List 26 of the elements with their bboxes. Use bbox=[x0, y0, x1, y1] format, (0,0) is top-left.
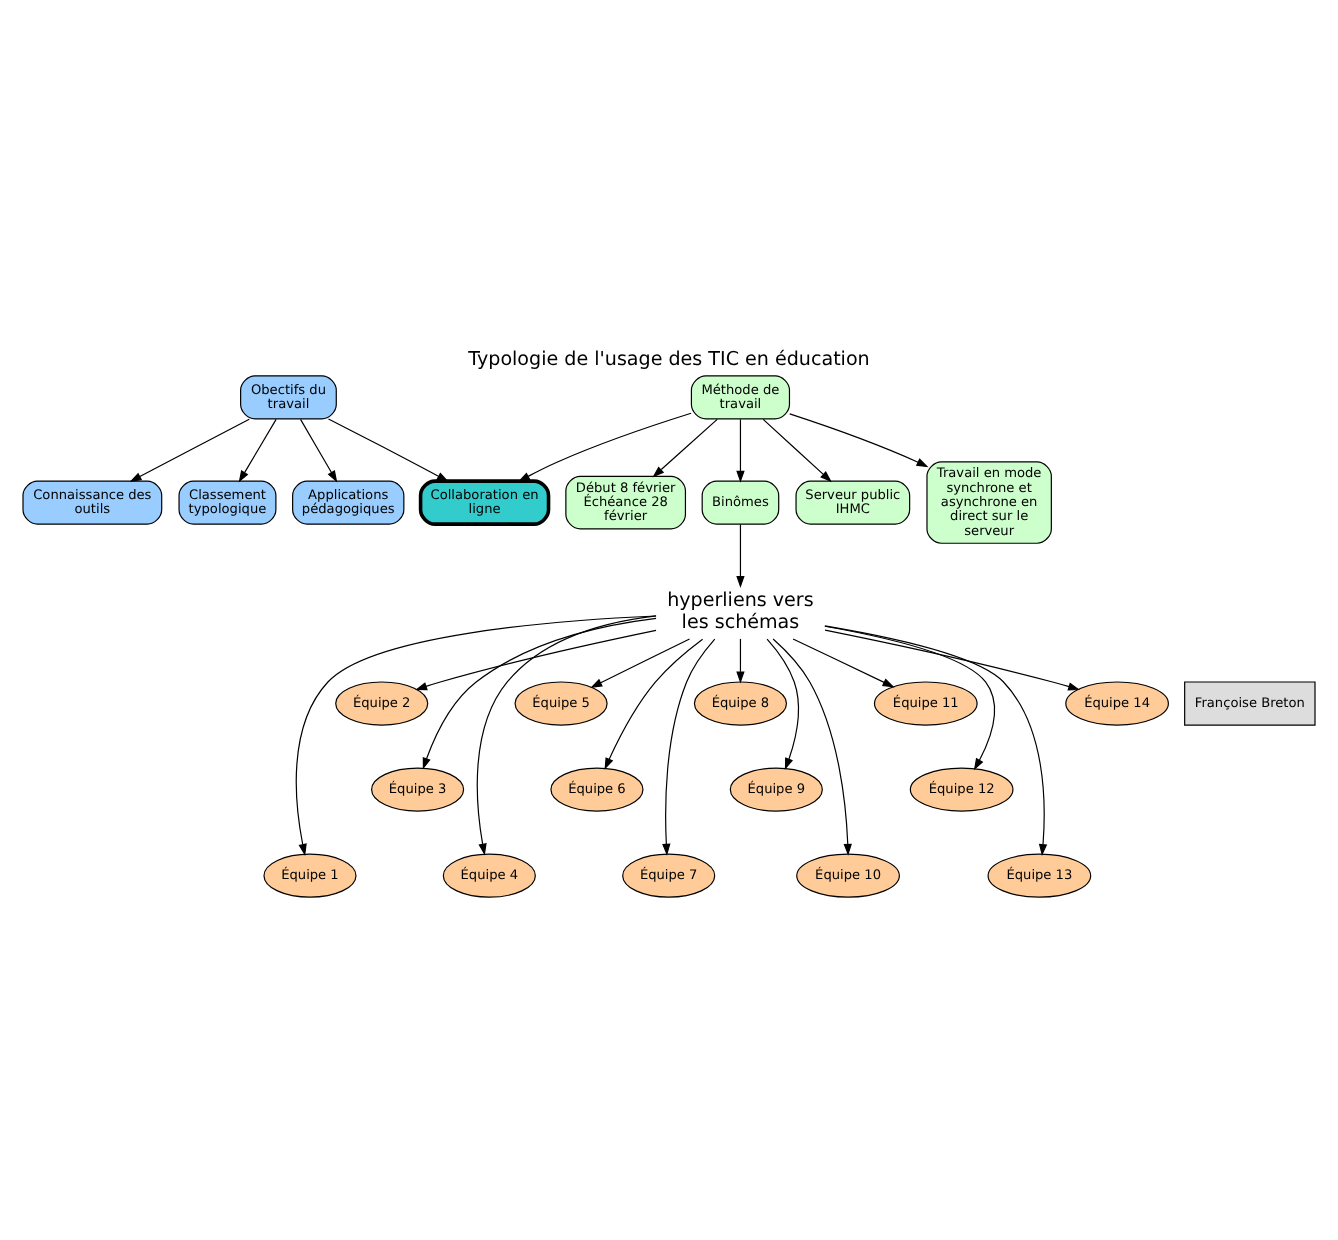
arrow bbox=[824, 624, 1048, 855]
arrow bbox=[238, 417, 277, 482]
arrow bbox=[766, 637, 800, 769]
arrow bbox=[652, 417, 718, 477]
arrow bbox=[327, 417, 449, 481]
arrow bbox=[299, 417, 338, 482]
arrow bbox=[792, 637, 895, 687]
arrow bbox=[415, 628, 657, 690]
arrow bbox=[662, 637, 716, 855]
arrow bbox=[129, 417, 250, 481]
arrow bbox=[590, 637, 691, 687]
arrow bbox=[789, 412, 929, 467]
node-text: hyperliens vers les schémas bbox=[667, 589, 814, 633]
arrow bbox=[824, 628, 1081, 690]
arrow bbox=[604, 637, 704, 769]
arrow bbox=[295, 614, 657, 855]
arrow bbox=[736, 417, 745, 482]
arrow bbox=[476, 614, 657, 855]
arrow bbox=[772, 637, 852, 855]
arrow bbox=[518, 411, 692, 481]
arrow bbox=[736, 522, 745, 587]
arrow bbox=[736, 637, 745, 683]
arrow bbox=[422, 616, 657, 769]
diagram-title: Typologie de l'usage des TIC en éducation bbox=[468, 347, 870, 370]
arrow bbox=[762, 417, 832, 482]
arrow bbox=[824, 624, 995, 770]
